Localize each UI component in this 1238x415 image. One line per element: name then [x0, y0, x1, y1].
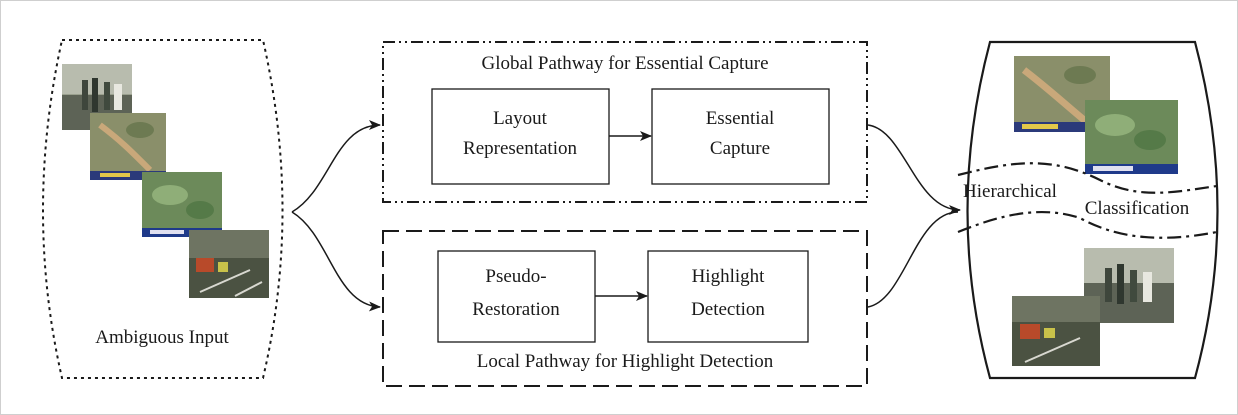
output-panel: Hierarchical Classification — [957, 40, 1219, 380]
essential-capture-line1: Essential — [706, 108, 775, 129]
classification-band-bottom — [957, 210, 1218, 239]
arrow-input-to-local — [291, 211, 381, 312]
essential-capture-box — [651, 88, 830, 185]
global-pathway-frame — [382, 41, 868, 203]
essential-capture-line2: Capture — [710, 138, 770, 159]
local-pathway-title: Local Pathway for Highlight Detection — [477, 351, 774, 372]
local-pathway-frame — [382, 230, 868, 387]
output-panel-outline — [966, 40, 1219, 380]
local-pathway: Pseudo- Restoration Highlight Detection … — [382, 230, 868, 387]
highlight-detection-line1: Highlight — [692, 266, 766, 287]
classification-label: Classification — [1085, 198, 1190, 219]
input-thumbnail-3 — [142, 172, 222, 237]
pseudo-restoration-box — [437, 250, 596, 343]
input-thumbnail-2 — [90, 113, 166, 180]
input-label: Ambiguous Input — [95, 327, 229, 348]
arrow-global-to-output — [867, 124, 961, 215]
pseudo-restoration-line2: Restoration — [472, 299, 560, 320]
input-panel-outline — [42, 39, 284, 379]
input-panel: Ambiguous Input — [42, 39, 284, 379]
input-thumbnail-4 — [189, 230, 269, 298]
layout-representation-line2: Representation — [463, 138, 577, 159]
arrow-input-to-global — [291, 120, 381, 213]
global-pathway-title: Global Pathway for Essential Capture — [481, 53, 768, 74]
hierarchical-label: Hierarchical — [963, 181, 1057, 202]
highlight-detection-line2: Detection — [691, 299, 765, 320]
pseudo-restoration-line1: Pseudo- — [485, 266, 546, 287]
global-pathway: Global Pathway for Essential Capture Lay… — [382, 41, 868, 203]
classification-band-top — [957, 162, 1218, 194]
highlight-detection-box — [647, 250, 809, 343]
output-thumbnail-2 — [1085, 100, 1178, 174]
layout-representation-line1: Layout — [493, 108, 548, 129]
layout-representation-box — [431, 88, 610, 185]
output-thumbnail-4 — [1012, 296, 1100, 366]
arrow-local-to-output — [867, 211, 959, 308]
